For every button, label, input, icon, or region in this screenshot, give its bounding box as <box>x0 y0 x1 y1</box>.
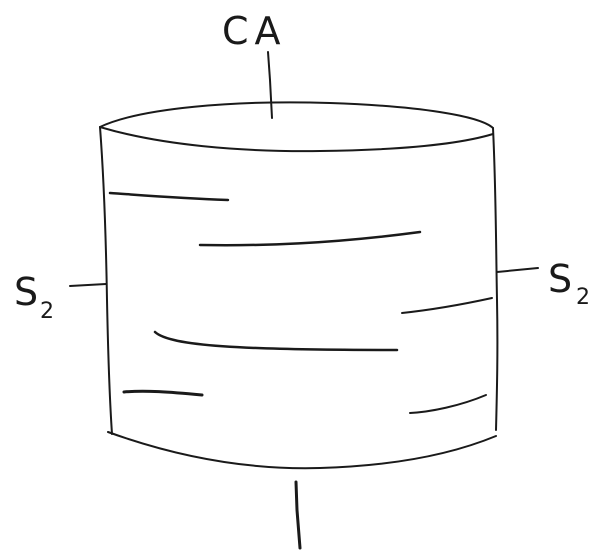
top-axis-label: CA <box>222 9 287 53</box>
cylinder-bottom-rim <box>107 431 497 470</box>
cylinder-top-rim <box>99 101 494 129</box>
cylinder-left-side <box>99 126 113 435</box>
right-axis-label-subscript: 2 <box>576 285 590 310</box>
contour-line-3 <box>401 297 493 314</box>
left-axis-label: S <box>14 270 38 314</box>
right-axis-line <box>496 267 539 273</box>
bottom-axis-line <box>294 480 302 550</box>
cylinder-right-side <box>492 127 499 431</box>
contour-line-5 <box>122 389 204 397</box>
contour-line-2 <box>198 230 422 247</box>
contour-line-1 <box>108 191 230 202</box>
left-axis-label-subscript: 2 <box>40 299 54 324</box>
left-axis-line <box>69 283 107 287</box>
cylinder-top-rim-inner <box>99 126 494 153</box>
top-axis-line <box>267 51 273 119</box>
right-axis-label: S <box>548 257 572 301</box>
contour-line-4 <box>153 330 399 352</box>
contour-line-6 <box>409 394 487 414</box>
